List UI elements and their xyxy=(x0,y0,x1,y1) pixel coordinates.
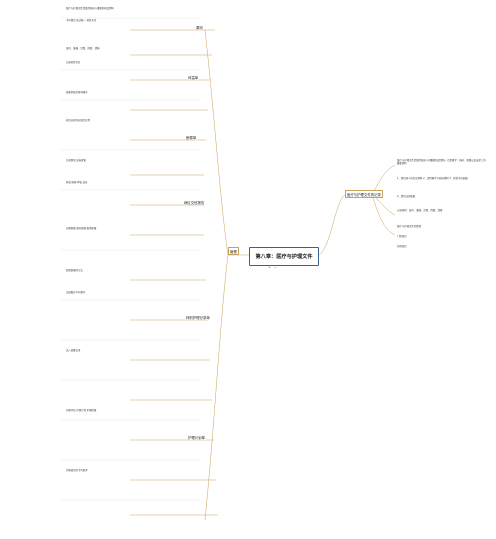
detail-text: 记录者签全名 xyxy=(66,61,81,64)
detail-text: 处理医嘱的方法 xyxy=(66,269,83,272)
collapse-mark[interactable]: + xyxy=(268,265,271,269)
detail-text: 医疗与护理文件是医院和病人的重要档案资料，也是教学、科研、管理以及法律上的重要资… xyxy=(397,159,486,165)
branch-orders[interactable]: 医嘱单 xyxy=(186,135,197,140)
root-title: 第八章：医疗与护理文件 xyxy=(255,254,313,260)
detail-text: 护理评估 护理计划 护理措施 xyxy=(66,409,97,412)
detail-text: 长期医嘱 临时医嘱 备用医嘱 xyxy=(66,227,97,230)
collapse-mark[interactable]: — xyxy=(274,265,277,269)
branch-principles[interactable]: 原则 xyxy=(196,25,203,30)
detail-text: 注意事项 妥善保管 xyxy=(66,159,86,162)
detail-text: 及时、准确、完整、简要、清晰 xyxy=(66,47,100,50)
branch-temperature[interactable]: 体温单 xyxy=(188,75,199,80)
branch-handover[interactable]: 病区交班报告 xyxy=(184,200,205,205)
detail-text: 按要求规范排列顺序 xyxy=(66,91,88,94)
detail-text: 门诊病历 xyxy=(397,235,407,238)
branch-care-record[interactable]: 特别护理记录单 xyxy=(186,315,210,320)
detail-text: 医疗与护理文件是医院和病人重要的档案资料 xyxy=(66,7,114,10)
detail-text: 住院病历 xyxy=(397,245,407,248)
detail-text: 书写规范 格式统一 项目齐全 xyxy=(66,19,97,22)
branch-plan[interactable]: 护理计划单 xyxy=(188,435,205,440)
detail-text: 1、提供病人的信息资料 2、提供教学与科研资料 3、提供评价依据 xyxy=(397,177,468,180)
detail-text: 病历应保存在固定位置 xyxy=(66,119,90,122)
detail-text: 医疗与护理文件的管理 xyxy=(397,225,421,228)
detail-text: 交班报告书写顺序 xyxy=(66,291,86,294)
detail-text: 出入液量记录 xyxy=(66,349,81,352)
detail-text: 护理病历的书写要求 xyxy=(66,469,88,472)
branch-management[interactable]: 管理 xyxy=(228,247,239,255)
detail-text: 体温 脉搏 呼吸 血压 xyxy=(66,181,88,184)
root-topic[interactable]: 第八章：医疗与护理文件 xyxy=(249,247,319,266)
branch-records[interactable]: 医疗与护理文件的记录 xyxy=(345,190,383,198)
detail-text: 记录原则：及时、准确、完整、简要、清晰 xyxy=(397,209,443,212)
detail-text: 4、提供法律依据 xyxy=(397,195,416,198)
